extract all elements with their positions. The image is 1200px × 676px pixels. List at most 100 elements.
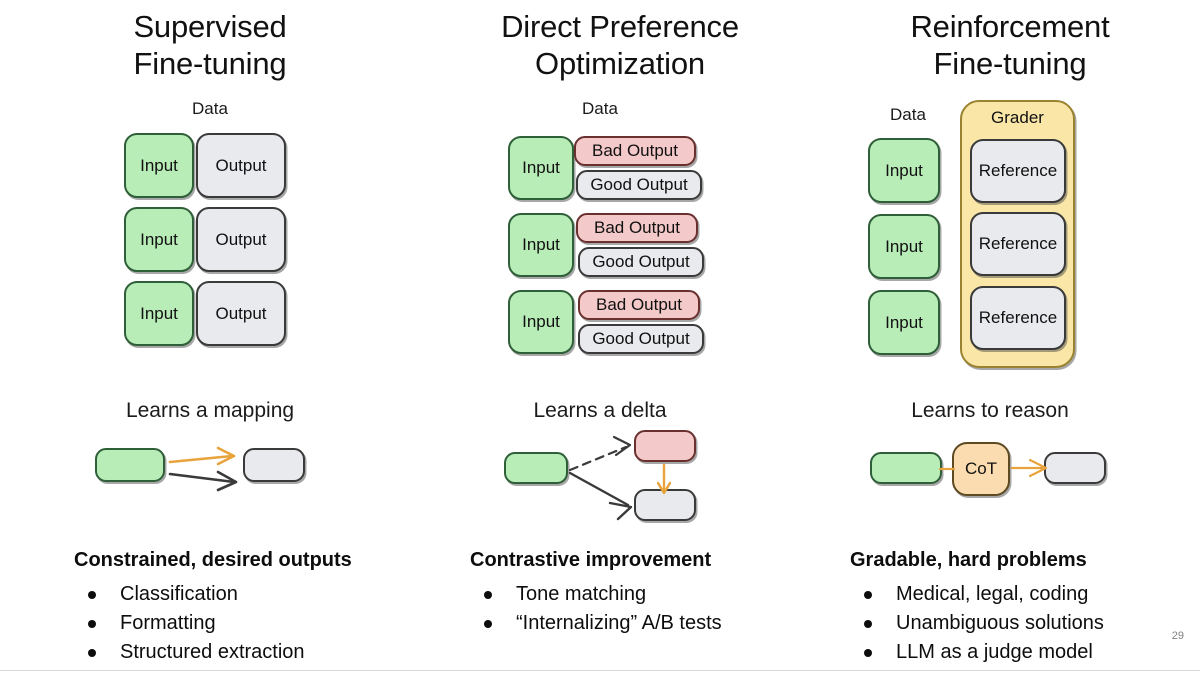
bullet-text: Classification [120, 583, 238, 605]
dpo-input-box-1: Input [508, 136, 574, 200]
bullet-text: “Internalizing” A/B tests [516, 612, 722, 634]
orange-arrow-icon [168, 446, 236, 466]
bullet-item: Medical, legal, coding [850, 580, 1200, 609]
column-title-line2: Fine-tuning [933, 46, 1087, 81]
data-label-rft: Data [890, 105, 926, 124]
column-reinforcement-fine-tuning: Reinforcement Fine-tuning Data Grader In… [820, 0, 1200, 676]
sft-output-label-2: Output [215, 229, 267, 249]
column-title-supervised: Supervised Fine-tuning [0, 8, 420, 82]
rft-input-box-2: Input [868, 214, 940, 279]
rft-reference-box-1: Reference [970, 139, 1066, 203]
learns-label-rft: Learns to reason [911, 399, 1069, 422]
bullet-head-sft: Constrained, desired outputs [74, 549, 352, 571]
bullet-dot-icon [88, 591, 96, 599]
sft-mapping-source-box [95, 448, 165, 482]
bullet-dot-icon [864, 649, 872, 657]
bullet-block-sft: Constrained, desired outputs Classificat… [74, 548, 420, 667]
solid-arrow-icon [568, 471, 633, 521]
column-title-rft: Reinforcement Fine-tuning [820, 8, 1200, 82]
column-title-line1: Direct Preference [501, 9, 739, 44]
rft-reference-box-2: Reference [970, 212, 1066, 276]
rft-input-box-3: Input [868, 290, 940, 355]
bullet-list-sft: Classification Formatting Structured ext… [74, 580, 420, 667]
column-title-dpo: Direct Preference Optimization [420, 8, 820, 82]
dpo-bad-output-label-1: Bad Output [591, 141, 678, 160]
dpo-input-box-3: Input [508, 290, 574, 354]
bullet-item: Classification [74, 580, 420, 609]
data-label-dpo: Data [582, 99, 618, 118]
dpo-bad-output-box-1: Bad Output [574, 136, 696, 166]
cot-label: CoT [964, 459, 998, 478]
dpo-delta-source-box [504, 452, 568, 484]
rft-input-box-1: Input [868, 138, 940, 203]
sft-output-box-2: Output [196, 207, 286, 272]
dpo-good-output-box-3: Good Output [578, 324, 704, 354]
bullet-text: Formatting [120, 612, 216, 634]
sft-input-label-2: Input [140, 229, 178, 249]
sft-input-box-2: Input [124, 207, 194, 272]
column-supervised-fine-tuning: Supervised Fine-tuning Data Input Output… [0, 0, 420, 676]
column-title-line1: Supervised [133, 9, 287, 44]
dpo-good-output-label-2: Good Output [592, 252, 690, 271]
sft-input-box-1: Input [124, 133, 194, 198]
bottom-divider [0, 670, 1200, 671]
rft-reference-box-3: Reference [970, 286, 1066, 350]
bullet-block-rft: Gradable, hard problems Medical, legal, … [850, 548, 1200, 667]
dpo-bad-output-box-2: Bad Output [576, 213, 698, 243]
sft-input-label-1: Input [140, 155, 178, 175]
rft-reference-label-1: Reference [978, 161, 1058, 180]
column-title-line2: Fine-tuning [133, 46, 287, 81]
bullet-dot-icon [484, 620, 492, 628]
dpo-bad-output-box-3: Bad Output [578, 290, 700, 320]
sft-output-label-1: Output [215, 155, 267, 175]
rft-input-label-2: Input [885, 236, 923, 256]
dpo-delta-good-box [634, 489, 696, 521]
bullet-dot-icon [484, 591, 492, 599]
bullet-head-dpo: Contrastive improvement [470, 549, 712, 571]
rft-reference-label-3: Reference [978, 308, 1058, 327]
bullet-text: Unambiguous solutions [896, 612, 1104, 634]
bullet-text: Medical, legal, coding [896, 583, 1089, 605]
column-title-line1: Reinforcement [910, 9, 1110, 44]
bullet-block-dpo: Contrastive improvement Tone matching “I… [470, 548, 830, 638]
bullet-item: “Internalizing” A/B tests [470, 609, 830, 638]
dpo-input-label-1: Input [522, 158, 560, 177]
column-direct-preference-optimization: Direct Preference Optimization Data Inpu… [420, 0, 820, 676]
rft-input-label-3: Input [885, 312, 923, 332]
rft-reason-target-box [1044, 452, 1106, 484]
bullet-dot-icon [864, 591, 872, 599]
sft-input-box-3: Input [124, 281, 194, 346]
bullet-list-dpo: Tone matching “Internalizing” A/B tests [470, 580, 830, 638]
grader-label: Grader [991, 108, 1044, 127]
dpo-input-label-2: Input [522, 235, 560, 254]
dpo-good-output-box-2: Good Output [578, 247, 704, 277]
bullet-list-rft: Medical, legal, coding Unambiguous solut… [850, 580, 1200, 667]
sft-mapping-arrows [168, 446, 238, 492]
dpo-good-output-box-1: Good Output [576, 170, 702, 200]
sft-output-box-3: Output [196, 281, 286, 346]
dpo-delta-bad-box [634, 430, 696, 462]
learns-label-dpo: Learns a delta [533, 399, 667, 422]
bullet-text: Tone matching [516, 583, 647, 605]
rft-input-label-1: Input [885, 160, 923, 180]
dark-arrow-icon [168, 470, 238, 492]
bullet-item: Formatting [74, 609, 420, 638]
bullet-head-rft: Gradable, hard problems [850, 549, 1087, 571]
learns-label-sft: Learns a mapping [125, 399, 295, 422]
bullet-item: Tone matching [470, 580, 830, 609]
bullet-item: LLM as a judge model [850, 638, 1200, 667]
bullet-item: Structured extraction [74, 638, 420, 667]
bullet-dot-icon [864, 620, 872, 628]
rft-reason-source-box [870, 452, 942, 484]
bullet-dot-icon [88, 620, 96, 628]
data-label-sft: Data [192, 99, 228, 118]
sft-input-label-3: Input [140, 303, 178, 323]
slide-number: 29 [1171, 630, 1184, 642]
sft-output-label-3: Output [215, 303, 267, 323]
dpo-bad-output-label-2: Bad Output [593, 218, 680, 237]
cot-box: CoT [952, 442, 1010, 496]
dpo-bad-output-label-3: Bad Output [595, 295, 682, 314]
dpo-good-output-label-3: Good Output [592, 329, 690, 348]
orange-arrow-icon [1010, 458, 1048, 478]
